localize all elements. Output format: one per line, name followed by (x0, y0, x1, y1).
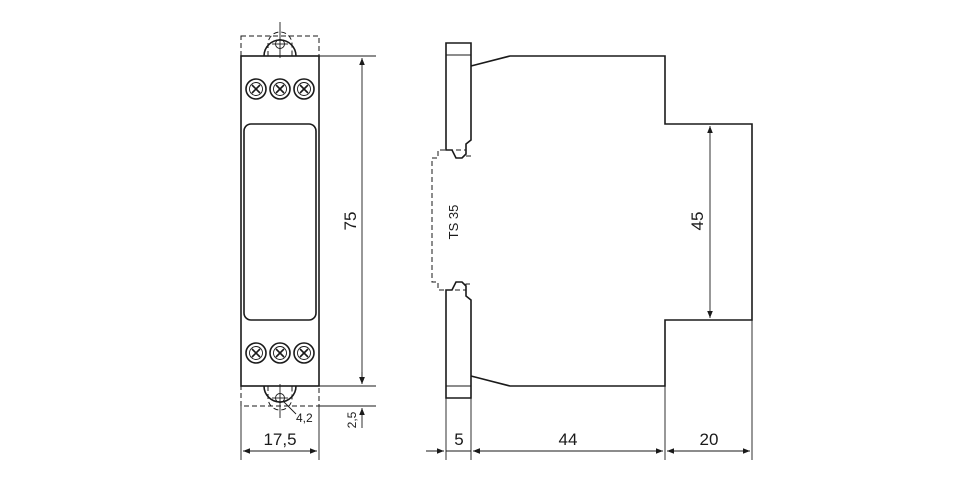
terminal-screw-icon (245, 342, 267, 364)
height-dimension-label: 75 (341, 212, 360, 231)
rail-depth-label: 5 (454, 430, 463, 449)
terminal-screw-icon (293, 78, 315, 100)
mount-offset-label: 2,5 (345, 411, 359, 428)
terminal-screw-icon (245, 78, 267, 100)
label-window (243, 123, 317, 321)
rail-clip (445, 42, 472, 159)
front-depth-label: 20 (700, 430, 719, 449)
side-housing (470, 55, 753, 387)
body-depth-label: 44 (559, 430, 578, 449)
ts35-rail (431, 149, 471, 291)
terminal-screw-icon (293, 342, 315, 364)
front-housing (240, 55, 320, 387)
terminal-screws-bottom (245, 342, 315, 364)
terminal-screw-icon (269, 342, 291, 364)
front-view: 75 2,5 4,2 17,5 (240, 22, 376, 460)
front-height-label: 45 (688, 212, 707, 231)
side-view: TS 35 45 5 44 20 (426, 42, 753, 460)
hole-diameter-label: 4,2 (296, 411, 313, 425)
front-width-label: 17,5 (263, 430, 296, 449)
terminal-screw-icon (269, 78, 291, 100)
rail-label: TS 35 (446, 205, 461, 240)
terminal-screws-top (245, 78, 315, 100)
